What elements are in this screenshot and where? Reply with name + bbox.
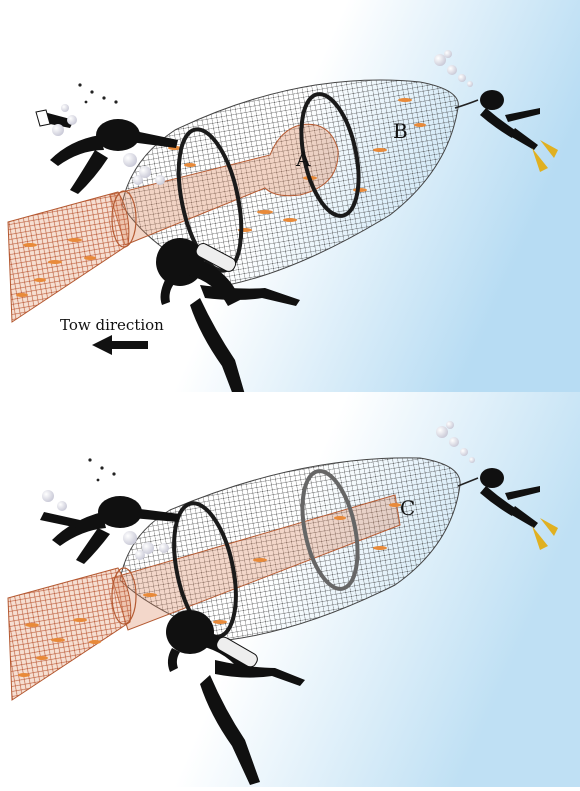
label-b: B	[393, 119, 408, 143]
bottom-panel: C	[0, 392, 580, 787]
top-panel: A B Tow direction	[0, 0, 580, 408]
tow-direction-label: Tow direction	[60, 316, 164, 334]
label-c: C	[400, 496, 415, 520]
label-a: A	[295, 147, 311, 171]
